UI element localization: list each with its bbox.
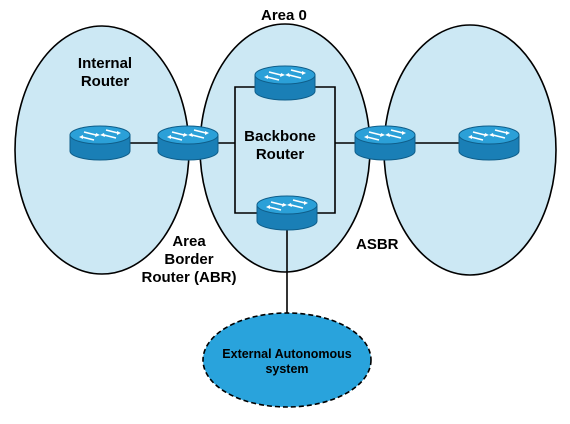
- external-as-label-line2: system: [265, 362, 309, 376]
- router-icon: [354, 125, 416, 161]
- internal-router-label-line1: Internal: [77, 55, 133, 72]
- backbone-router-label-line1: Backbone: [244, 128, 316, 145]
- asbr-label: ASBR: [356, 236, 399, 253]
- router-icon: [157, 125, 219, 161]
- router-icon: [458, 125, 520, 161]
- internal-router-label: Internal Router: [62, 55, 148, 91]
- external-as-label-line1: External Autonomous: [222, 347, 352, 361]
- backbone-router-label: Backbone Router: [238, 128, 322, 164]
- abr-label-line1: Area: [172, 233, 206, 250]
- area-0-label: Area 0: [261, 7, 307, 24]
- external-autonomous-system: [202, 312, 372, 408]
- abr-label: Area Border Router (ABR): [130, 233, 248, 287]
- internal-router-label-line2: Router: [80, 73, 130, 90]
- abr-label-line3: Router (ABR): [141, 269, 237, 286]
- router-icon: [254, 65, 316, 101]
- abr-label-line2: Border: [164, 251, 214, 268]
- router-icon: [256, 195, 318, 231]
- router-icon: [69, 125, 131, 161]
- backbone-router-label-line2: Router: [255, 146, 305, 163]
- external-as-label: External Autonomous system: [203, 347, 371, 377]
